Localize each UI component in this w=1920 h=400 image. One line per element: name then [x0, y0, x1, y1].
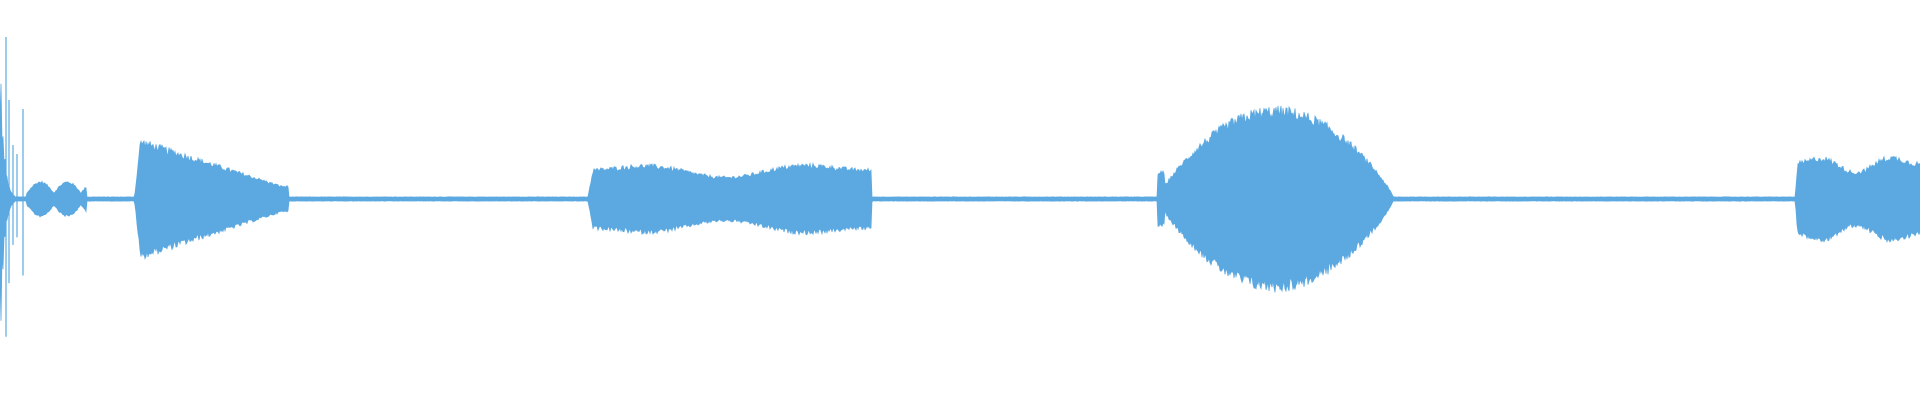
waveform-body	[0, 83, 1920, 321]
waveform-segments	[5, 37, 24, 337]
